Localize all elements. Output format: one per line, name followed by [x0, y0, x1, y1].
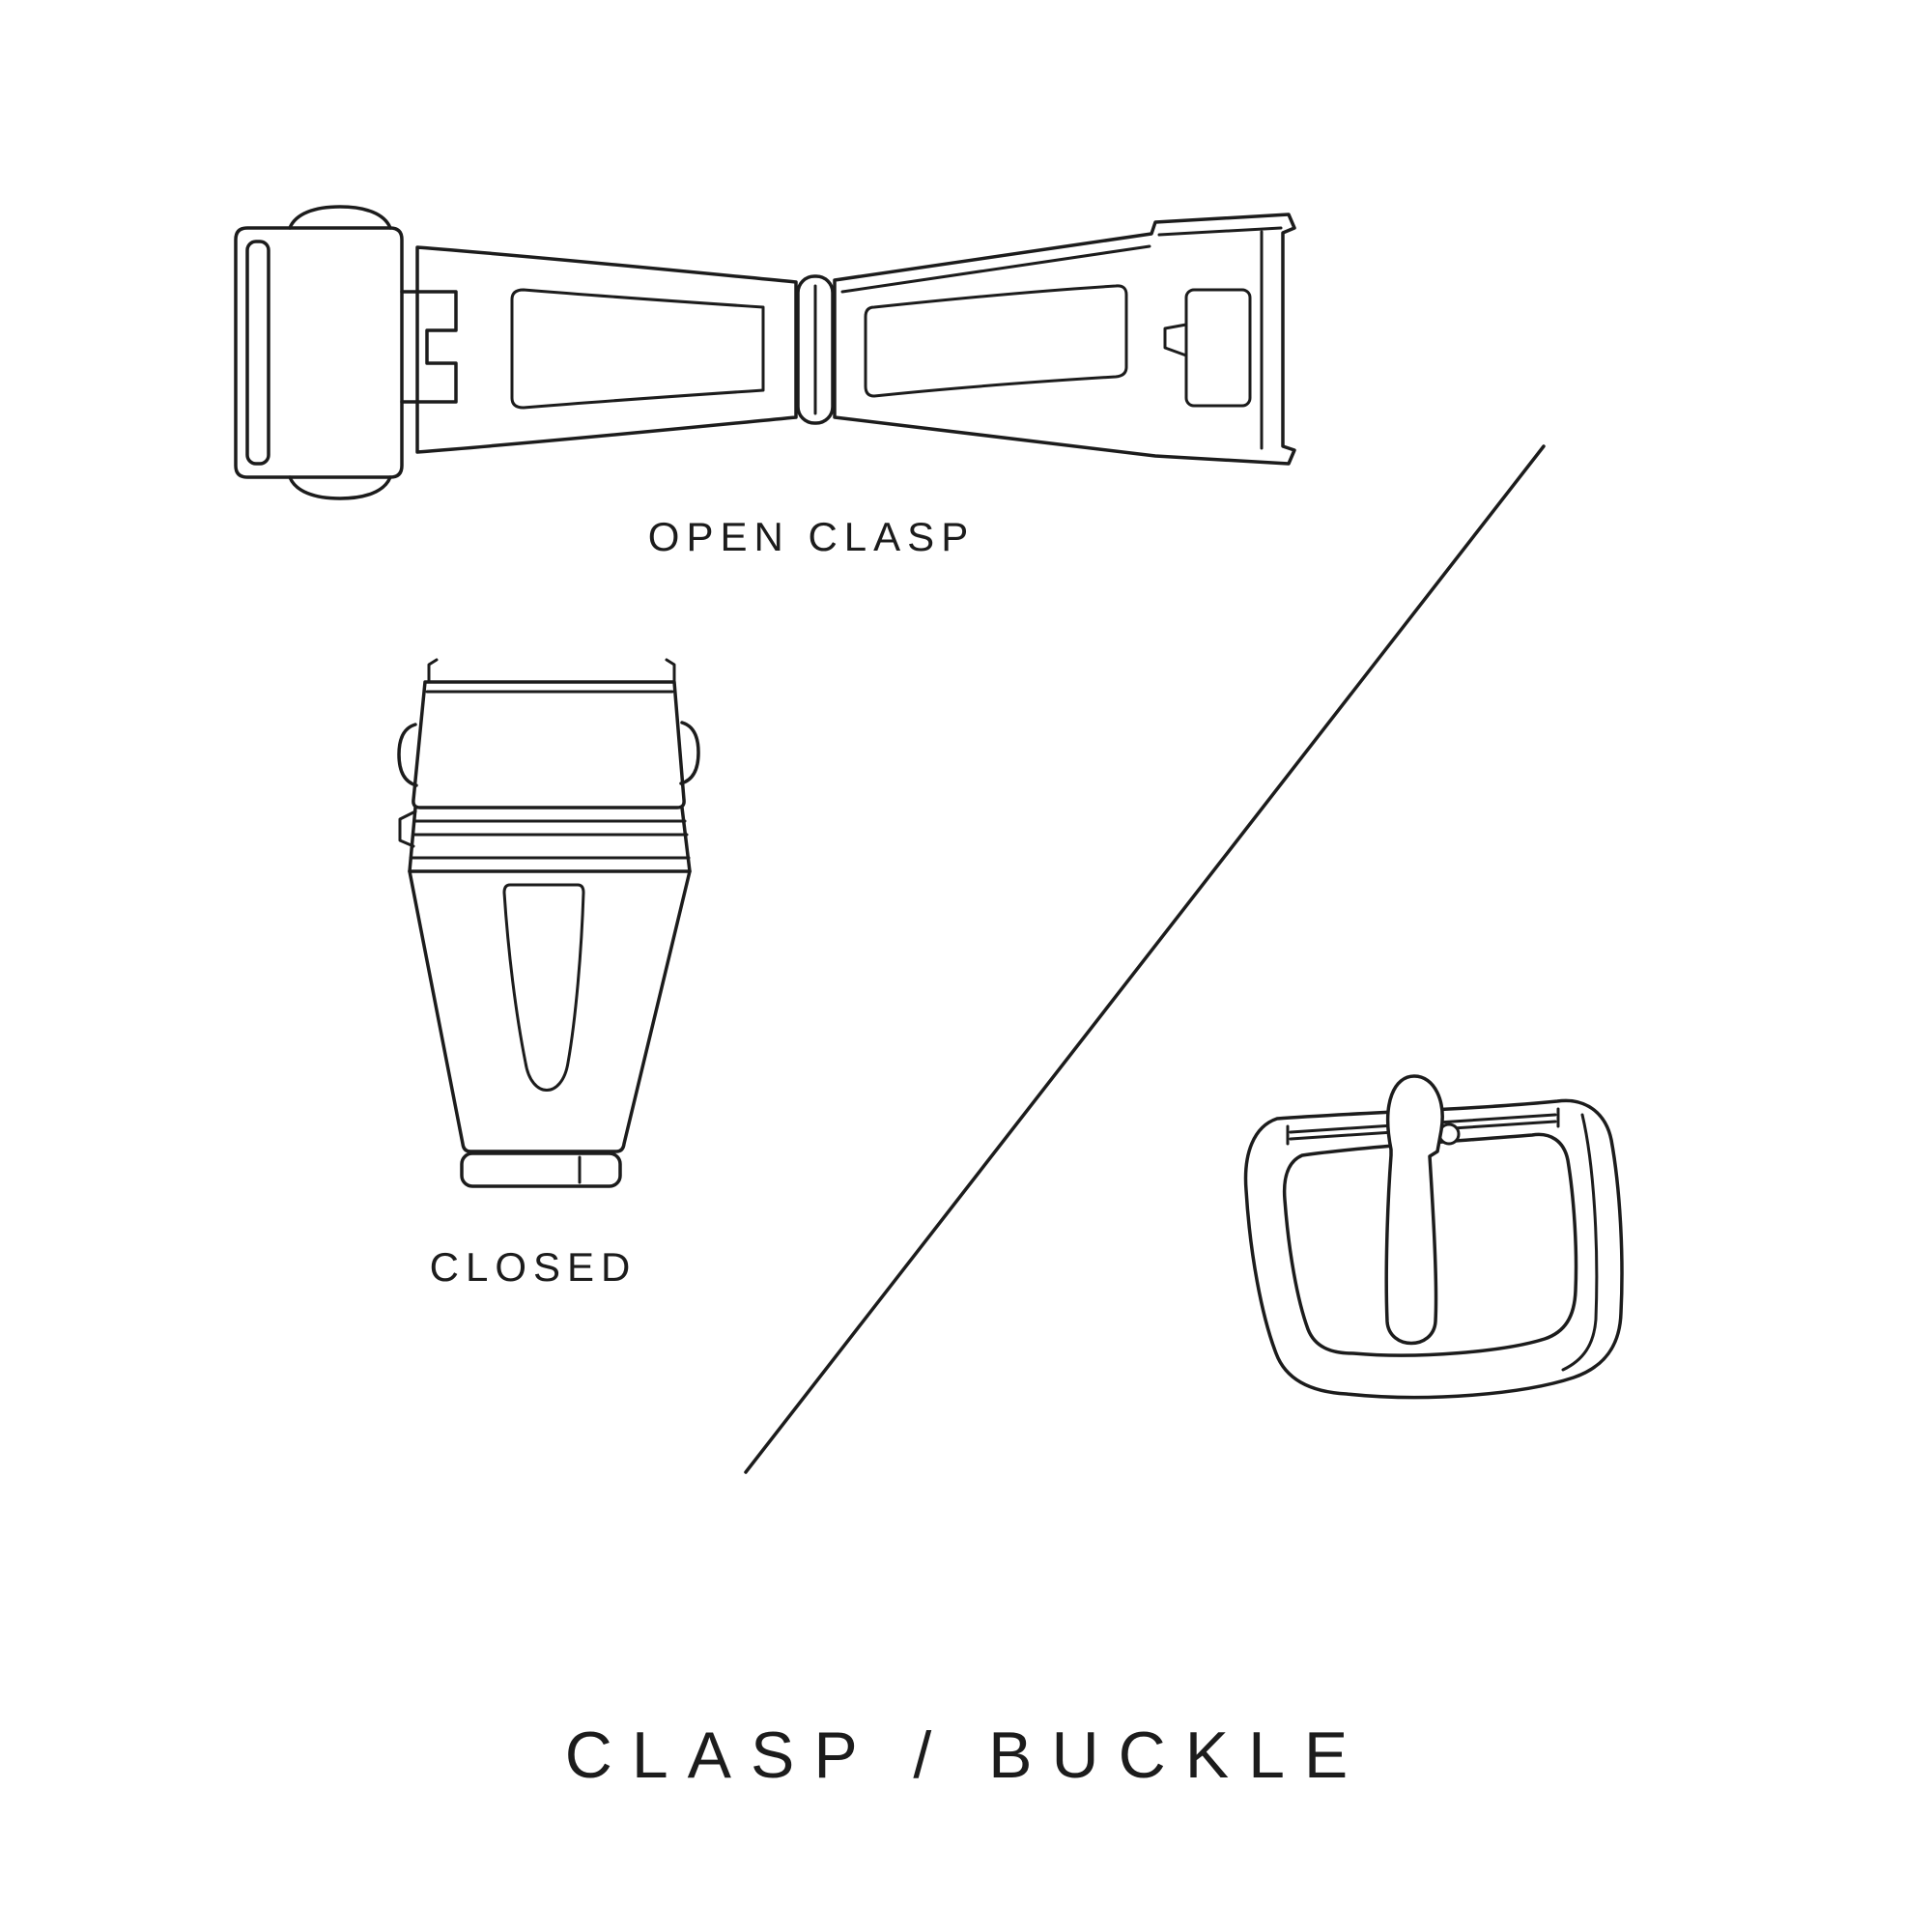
open-clasp-right-end-edge — [1157, 226, 1283, 237]
open-clasp-illustration — [234, 205, 1296, 500]
diagonal-divider-line — [744, 444, 1546, 1474]
open-clasp-right-catch — [1163, 323, 1188, 357]
open-clasp-left-window — [510, 288, 765, 410]
closed-clasp-right-prong — [665, 658, 676, 684]
open-clasp-right-window — [864, 284, 1128, 398]
closed-clasp-bottom-bar — [460, 1151, 622, 1188]
closed-label: CLOSED — [429, 1244, 638, 1290]
open-clasp-right-cutout — [1184, 288, 1252, 408]
closed-clasp-band-left-edge — [408, 806, 417, 873]
open-clasp-hook-tab — [400, 290, 458, 404]
open-clasp-left-block — [234, 226, 404, 479]
closed-clasp-right-ear — [679, 721, 700, 785]
open-clasp-left-strip — [245, 240, 270, 466]
open-clasp-bottom-bump — [288, 475, 392, 500]
closed-clasp-left-ear — [397, 723, 418, 787]
open-clasp-top-bump — [288, 205, 392, 230]
closed-clasp-left-prong — [427, 658, 439, 684]
buckle-tang — [1384, 1074, 1444, 1346]
closed-clasp-band-right-edge — [680, 806, 692, 873]
closed-clasp-body — [408, 869, 692, 1153]
open-clasp-left-arm — [415, 245, 798, 454]
buckle-illustration — [1243, 1074, 1624, 1400]
closed-clasp-top-block — [412, 680, 686, 810]
open-clasp-right-arm-top-edge — [840, 244, 1151, 294]
open-clasp-right-arm — [833, 213, 1296, 466]
closed-clasp-body-slot — [502, 883, 585, 1092]
closed-clasp-band-tab — [398, 810, 417, 848]
page-title: CLASP / BUCKLE — [564, 1719, 1368, 1792]
buckle-band-thickness-line — [1561, 1113, 1599, 1372]
open-clasp-label: OPEN CLASP — [647, 514, 976, 559]
open-clasp-hinge — [796, 274, 835, 425]
closed-clasp-illustration — [397, 658, 700, 1188]
